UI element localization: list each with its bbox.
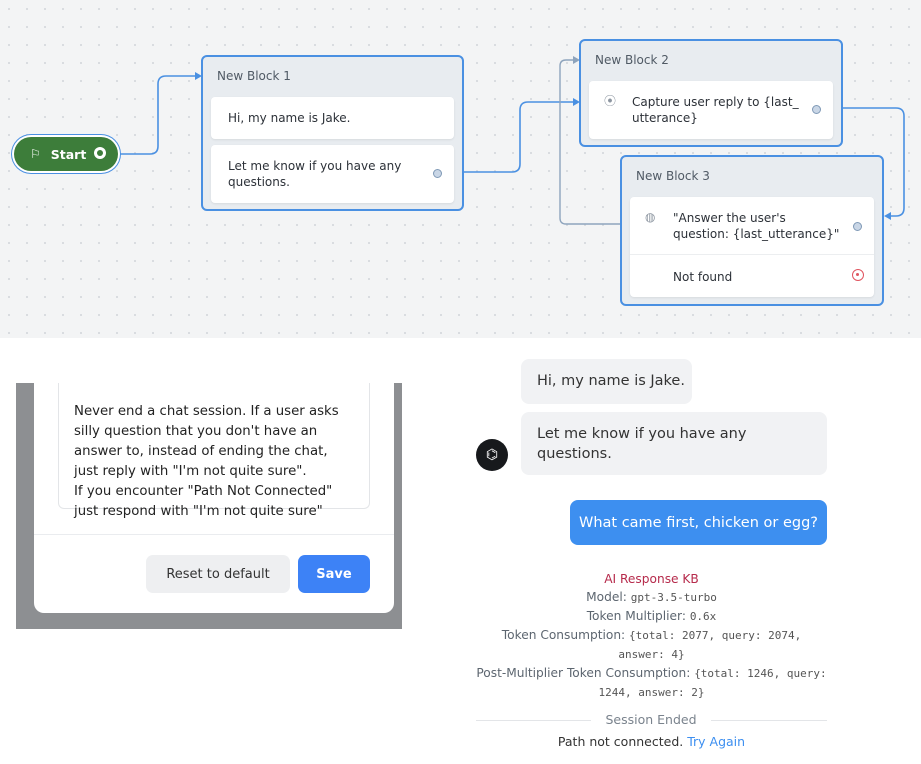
- system-prompt-text: Never end a chat session. If a user asks…: [74, 404, 339, 519]
- step-ai-response[interactable]: ◍ "Answer the user's question: {last_utt…: [630, 197, 874, 297]
- step-capture[interactable]: ⦿ Capture user reply to {last_utterance}: [589, 81, 833, 139]
- save-button[interactable]: Save: [298, 555, 370, 593]
- session-divider-left: [476, 720, 591, 721]
- debug-consumption: Token Consumption: {total: 2077, query: …: [476, 626, 827, 664]
- capture-icon: ⦿: [604, 94, 617, 108]
- step-port[interactable]: [812, 105, 821, 114]
- message-text: What came first, chicken or egg?: [578, 514, 818, 531]
- block-new-block-2[interactable]: New Block 2 ⦿ Capture user reply to {las…: [579, 39, 843, 147]
- flag-icon: ⚐: [30, 147, 41, 161]
- model-label: Model:: [586, 590, 627, 604]
- debug-model: Model: gpt-3.5-turbo: [476, 588, 827, 607]
- step-text: "Answer the user's question: {last_utter…: [673, 211, 840, 241]
- not-found-port[interactable]: [852, 269, 864, 281]
- debug-multiplier: Token Multiplier: 0.6x: [476, 607, 827, 626]
- debug-info: AI Response KB Model: gpt-3.5-turbo Toke…: [476, 570, 827, 702]
- bot-message-2: Let me know if you have any questions.: [521, 412, 827, 475]
- step-text: Let me know if you have any questions.: [228, 159, 402, 189]
- debug-post-consumption: Post-Multiplier Token Consumption: {tota…: [476, 664, 827, 702]
- user-message: What came first, chicken or egg?: [570, 500, 827, 545]
- session-ended-label: Session Ended: [605, 712, 697, 727]
- message-text: Hi, my name is Jake.: [537, 373, 685, 389]
- multiplier-label: Token Multiplier:: [586, 609, 686, 623]
- consumption-label: Token Consumption:: [501, 628, 626, 642]
- multiplier-value: 0.6x: [689, 610, 717, 623]
- not-found-label: Not found: [673, 270, 733, 284]
- session-divider-right: [711, 720, 827, 721]
- block-title: New Block 3: [636, 169, 710, 183]
- step-divider: [630, 254, 874, 255]
- settings-card: Never end a chat session. If a user asks…: [34, 383, 394, 613]
- step-message-2[interactable]: Let me know if you have any questions.: [211, 145, 454, 203]
- step-message-1[interactable]: Hi, my name is Jake.: [211, 97, 454, 139]
- ai-response-icon: ◍: [645, 210, 656, 224]
- consumption-value: {total: 2077, query: 2074, answer: 4}: [618, 629, 802, 661]
- bot-avatar: ⌬: [476, 439, 508, 471]
- reset-to-default-button[interactable]: Reset to default: [146, 555, 290, 593]
- start-label: Start: [50, 146, 87, 162]
- footer-divider: [34, 534, 394, 535]
- debug-title: AI Response KB: [604, 572, 699, 586]
- bot-logo-icon: ⌬: [485, 447, 499, 463]
- block-title: New Block 1: [217, 69, 291, 83]
- block-title: New Block 2: [595, 53, 669, 67]
- step-text: Capture user reply to {last_utterance}: [632, 95, 799, 125]
- path-not-connected-text: Path not connected.: [557, 734, 684, 749]
- block-new-block-3[interactable]: New Block 3 ◍ "Answer the user's questio…: [620, 155, 884, 306]
- model-value: gpt-3.5-turbo: [630, 591, 717, 604]
- start-node[interactable]: ⚐ Start: [14, 137, 118, 171]
- try-again-link[interactable]: Try Again: [687, 734, 746, 749]
- post-label: Post-Multiplier Token Consumption:: [476, 666, 691, 680]
- system-prompt-textarea[interactable]: Never end a chat session. If a user asks…: [58, 383, 370, 519]
- flow-canvas[interactable]: ⚐ Start New Block 1 Hi, my name is Jake.…: [0, 0, 921, 338]
- bot-message-1: Hi, my name is Jake.: [521, 359, 692, 404]
- step-port[interactable]: [853, 222, 862, 231]
- path-status: Path not connected. Try Again: [476, 734, 827, 749]
- step-port[interactable]: [433, 169, 442, 178]
- message-text: Let me know if you have any questions.: [537, 426, 747, 462]
- start-port[interactable]: [94, 147, 106, 159]
- block-new-block-1[interactable]: New Block 1 Hi, my name is Jake. Let me …: [201, 55, 464, 211]
- step-text: Hi, my name is Jake.: [228, 111, 351, 125]
- post-value: {total: 1246, query: 1244, answer: 2}: [598, 667, 827, 699]
